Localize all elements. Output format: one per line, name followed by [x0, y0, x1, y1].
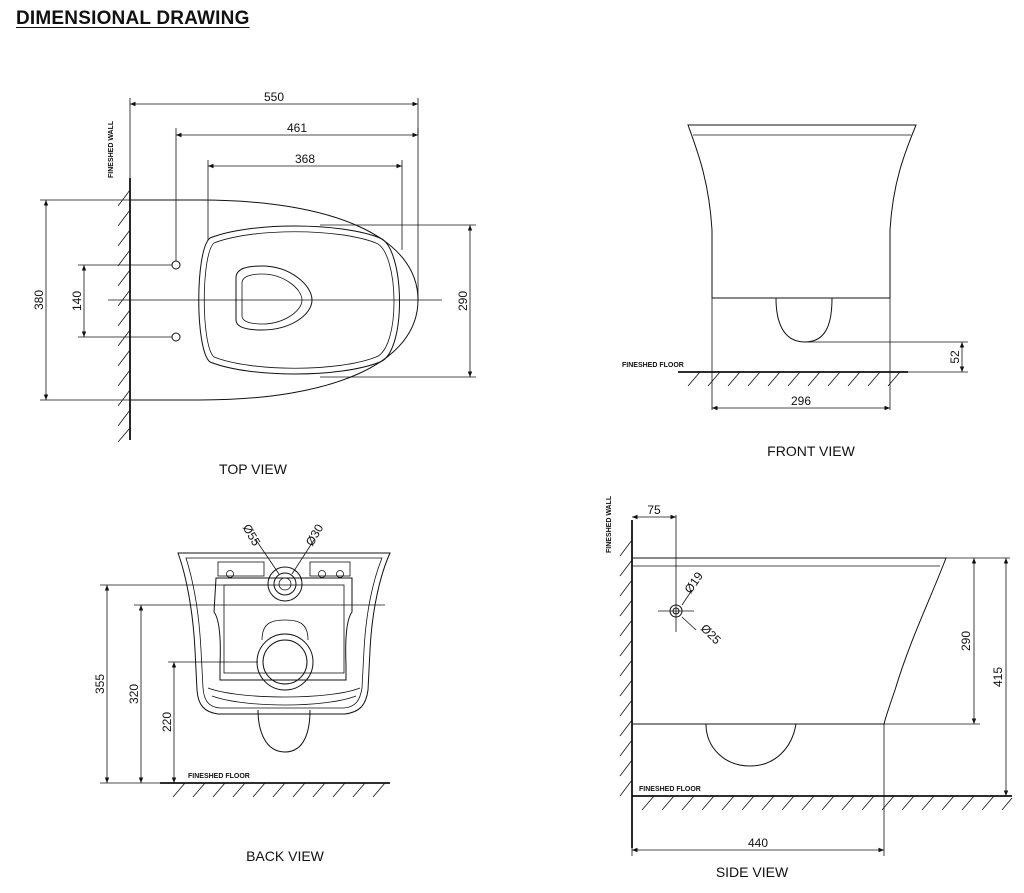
front-view: FINESHED FLOOR 52 296 FRONT VIEW — [622, 124, 968, 459]
side-view-floor-label: FINESHED FLOOR — [639, 786, 701, 793]
top-view: FINESHED WALL 550 461 368 380 — [32, 90, 476, 477]
side-view-inlet — [669, 604, 683, 618]
side-view-leader-19 — [681, 589, 693, 606]
top-view-bolt-hole — [171, 260, 181, 270]
side-view-trap — [705, 723, 797, 767]
dim-label-380: 380 — [32, 290, 46, 310]
side-view: FINESHED WALL Ø19 Ø25 — [606, 495, 1013, 880]
side-view-body — [632, 557, 947, 725]
dim-label-290-side: 290 — [959, 631, 973, 651]
dim-label-296: 296 — [791, 394, 811, 408]
dim-label-52: 52 — [948, 350, 962, 364]
front-view-floor-label: FINESHED FLOOR — [622, 362, 684, 369]
dim-label-75: 75 — [647, 503, 661, 517]
front-view-trap — [775, 297, 833, 343]
dim-label-o55: Ø55 — [240, 522, 264, 549]
back-view-leader-30 — [291, 539, 315, 575]
top-view-rim-inner — [203, 231, 395, 369]
back-view-floor-label: FINESHED FLOOR — [188, 773, 250, 780]
side-view-wall-label: FINESHED WALL — [606, 495, 613, 553]
side-view-caption: SIDE VIEW — [716, 864, 789, 880]
side-view-wall-hatch — [619, 539, 633, 797]
dim-label-o25: Ø25 — [698, 621, 724, 647]
back-view-tab — [217, 561, 265, 577]
back-view-outlet — [262, 639, 308, 685]
top-view-wall-hatch — [117, 189, 131, 443]
top-view-caption: TOP VIEW — [219, 461, 288, 477]
top-view-bolt-hole — [171, 332, 181, 342]
dim-label-o30: Ø30 — [303, 521, 327, 548]
back-view-inlet — [273, 572, 297, 596]
dim-label-220: 220 — [160, 712, 174, 732]
back-view-outlet-outer — [256, 633, 314, 691]
dim-label-461: 461 — [287, 121, 307, 135]
dim-label-140: 140 — [70, 291, 84, 311]
back-view-leader-55 — [255, 539, 280, 575]
front-view-body — [687, 124, 917, 299]
back-view-inlet-outer — [267, 566, 303, 602]
back-view-tab — [309, 561, 351, 577]
back-view-shell-inner — [185, 557, 383, 709]
back-view-floor-hatch — [172, 782, 386, 798]
side-view-floor-hatch — [641, 795, 1013, 811]
dim-label-290: 290 — [456, 291, 470, 311]
dim-label-355: 355 — [93, 674, 107, 694]
back-view: FINESHED FLOOR 355 320 220 Ø55 Ø30 BACK … — [93, 521, 391, 864]
front-view-floor-hatch — [687, 371, 901, 387]
top-view-bowl-opening-inner — [241, 273, 303, 325]
dim-label-o19: Ø19 — [681, 569, 706, 596]
dim-label-415: 415 — [991, 667, 1005, 687]
back-view-trap — [257, 709, 311, 753]
front-view-caption: FRONT VIEW — [767, 443, 855, 459]
back-view-shell — [177, 552, 391, 715]
back-view-frame-inner — [223, 584, 345, 674]
dim-label-550: 550 — [264, 90, 284, 104]
back-view-frame — [213, 577, 353, 681]
page-title: DIMENSIONAL DRAWING — [16, 8, 250, 29]
dim-label-320: 320 — [127, 684, 141, 704]
back-view-caption: BACK VIEW — [246, 848, 325, 864]
dim-label-368: 368 — [295, 152, 315, 166]
dim-label-440: 440 — [748, 836, 768, 850]
top-view-wall-label: FINESHED WALL — [108, 120, 115, 178]
side-view-leader-25 — [681, 616, 697, 631]
top-view-rim — [198, 225, 400, 375]
